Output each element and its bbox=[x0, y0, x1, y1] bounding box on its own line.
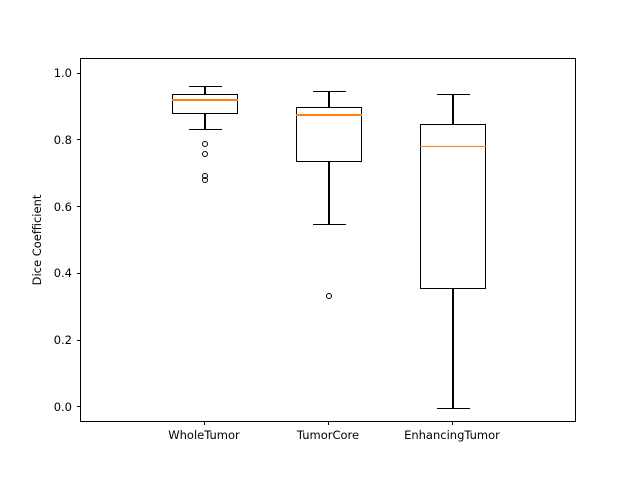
box-iqr bbox=[420, 123, 486, 290]
y-axis-tick-label: 0.6 bbox=[53, 199, 72, 214]
y-axis-tick-mark bbox=[76, 272, 80, 274]
lower-whisker-cap bbox=[188, 129, 222, 131]
y-axis-tick-mark bbox=[76, 206, 80, 208]
box-iqr bbox=[296, 106, 362, 162]
x-axis-tick-mark bbox=[451, 421, 453, 425]
y-axis-tick-mark bbox=[76, 139, 80, 141]
x-axis-tick-label-enhancingtumor: EnhancingTumor bbox=[404, 428, 500, 442]
x-axis-tick-mark bbox=[203, 421, 205, 425]
y-axis-tick-label: 0.0 bbox=[53, 399, 72, 414]
x-axis-tick-mark bbox=[327, 421, 329, 425]
outlier-marker bbox=[202, 176, 208, 183]
y-axis-tick-mark bbox=[76, 72, 80, 74]
y-axis-tick-mark bbox=[76, 339, 80, 341]
box-iqr bbox=[172, 94, 238, 115]
box-plot-enhancingtumor bbox=[81, 59, 575, 421]
outlier-marker bbox=[202, 150, 208, 157]
lower-whisker-cap bbox=[312, 224, 346, 226]
lower-whisker bbox=[204, 114, 206, 130]
upper-whisker bbox=[452, 94, 454, 124]
upper-whisker bbox=[328, 90, 330, 107]
outlier-marker bbox=[202, 141, 208, 148]
y-axis-label: Dice Coefficient bbox=[30, 194, 44, 286]
box-plot-wholetumor bbox=[81, 59, 575, 421]
x-axis-tick-label-wholetumor: WholeTumor bbox=[168, 428, 240, 442]
lower-whisker bbox=[452, 289, 454, 408]
y-axis-tick-label: 0.4 bbox=[53, 266, 72, 281]
median-line bbox=[172, 99, 238, 101]
upper-whisker bbox=[204, 85, 206, 95]
median-line bbox=[420, 145, 486, 148]
y-axis-tick-label: 0.2 bbox=[53, 333, 72, 348]
upper-whisker-cap bbox=[436, 94, 470, 96]
box-plot-tumorcore bbox=[81, 59, 575, 421]
upper-whisker-cap bbox=[188, 85, 222, 87]
y-axis-tick-mark bbox=[76, 406, 80, 408]
median-line bbox=[296, 114, 362, 116]
outlier-marker bbox=[326, 292, 332, 299]
x-axis-tick-label-tumorcore: TumorCore bbox=[296, 428, 360, 442]
y-axis-tick-label: 1.0 bbox=[53, 66, 72, 81]
lower-whisker bbox=[328, 161, 330, 225]
plot-area bbox=[80, 58, 576, 422]
lower-whisker-cap bbox=[436, 407, 470, 410]
upper-whisker-cap bbox=[312, 90, 346, 92]
y-axis-tick-label: 0.8 bbox=[53, 132, 72, 147]
